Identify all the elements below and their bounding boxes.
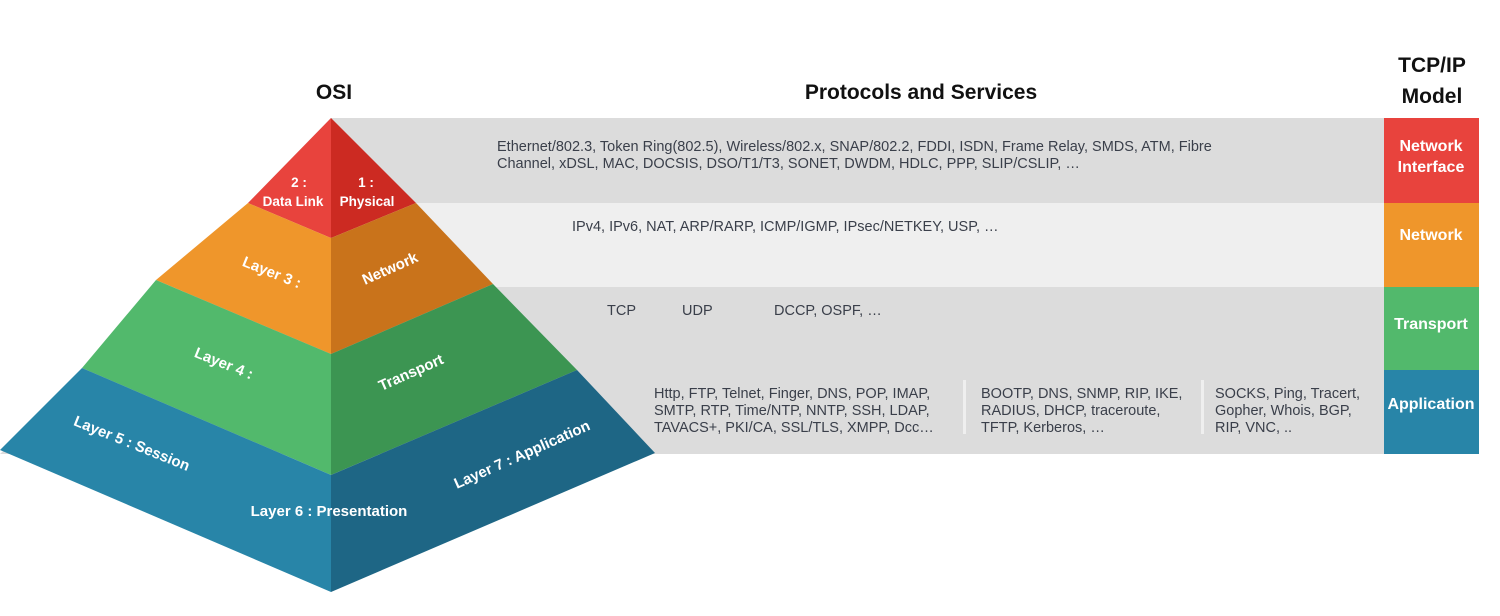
protocols-app-col3-line2: Gopher, Whois, BGP, <box>1215 403 1352 419</box>
pyramid-face-network <box>331 203 493 354</box>
layer2-number: 2 : <box>291 175 307 190</box>
pyramid-face-layer3 <box>156 203 331 354</box>
tcpip-network-interface-label-1: Network <box>1399 138 1462 155</box>
pyramid-face-layer4 <box>82 280 331 475</box>
osi-header: OSI <box>316 81 352 104</box>
tcpip-header-line2: Model <box>1402 85 1463 108</box>
band-network-interface <box>248 118 1384 203</box>
protocols-transport-other: DCCP, OSPF, … <box>774 303 882 319</box>
protocols-app-col3-line1: SOCKS, Ping, Tracert, <box>1215 386 1360 402</box>
layer1-name: Physical <box>340 194 395 209</box>
tcpip-application-label: Application <box>1387 396 1474 413</box>
tcpip-network-box <box>1384 203 1479 287</box>
pyramid-face-layer5 <box>0 368 331 592</box>
pyramid-face-transport <box>331 284 577 475</box>
protocols-app-col1-line3: TAVACS+, PKI/CA, SSL/TLS, XMPP, Dcc… <box>654 420 934 436</box>
layer1-number: 1 : <box>358 175 374 190</box>
app-column-divider-2 <box>1201 380 1204 434</box>
tcpip-transport-label: Transport <box>1394 316 1468 333</box>
tcpip-network-label: Network <box>1399 227 1462 244</box>
protocols-app-col3-line3: RIP, VNC, .. <box>1215 420 1292 436</box>
protocols-network: IPv4, IPv6, NAT, ARP/RARP, ICMP/IGMP, IP… <box>572 219 999 235</box>
pyramid-face-physical <box>331 118 416 238</box>
layer6-label: Layer 6 : Presentation <box>251 503 408 520</box>
protocols-header: Protocols and Services <box>805 81 1037 104</box>
protocols-network-interface-line2: Channel, xDSL, MAC, DOCSIS, DSO/T1/T3, S… <box>497 156 1080 172</box>
protocols-app-col1-line1: Http, FTP, Telnet, Finger, DNS, POP, IMA… <box>654 386 930 402</box>
band-network <box>192 203 1384 287</box>
app-column-divider-1 <box>963 380 966 434</box>
pyramid-face-data-link <box>248 118 331 238</box>
pyramid-face-layer7 <box>331 370 655 592</box>
tcpip-header-line1: TCP/IP <box>1398 54 1466 77</box>
tcpip-network-interface-label-2: Interface <box>1398 159 1465 176</box>
tcpip-application-box <box>1384 370 1479 454</box>
layer2-name: Data Link <box>263 194 324 209</box>
protocols-transport-tcp: TCP <box>607 303 636 319</box>
tcpip-network-interface-box <box>1384 118 1479 203</box>
tcpip-transport-box <box>1384 287 1479 370</box>
protocols-app-col2-line2: RADIUS, DHCP, traceroute, <box>981 403 1160 419</box>
protocols-app-col2-line3: TFTP, Kerberos, … <box>981 420 1105 436</box>
protocols-app-col1-line2: SMTP, RTP, Time/NTP, NNTP, SSH, LDAP, <box>654 403 930 419</box>
protocols-app-col2-line1: BOOTP, DNS, SNMP, RIP, IKE, <box>981 386 1182 402</box>
protocols-network-interface-line1: Ethernet/802.3, Token Ring(802.5), Wirel… <box>497 139 1212 155</box>
protocols-transport-udp: UDP <box>682 303 713 319</box>
